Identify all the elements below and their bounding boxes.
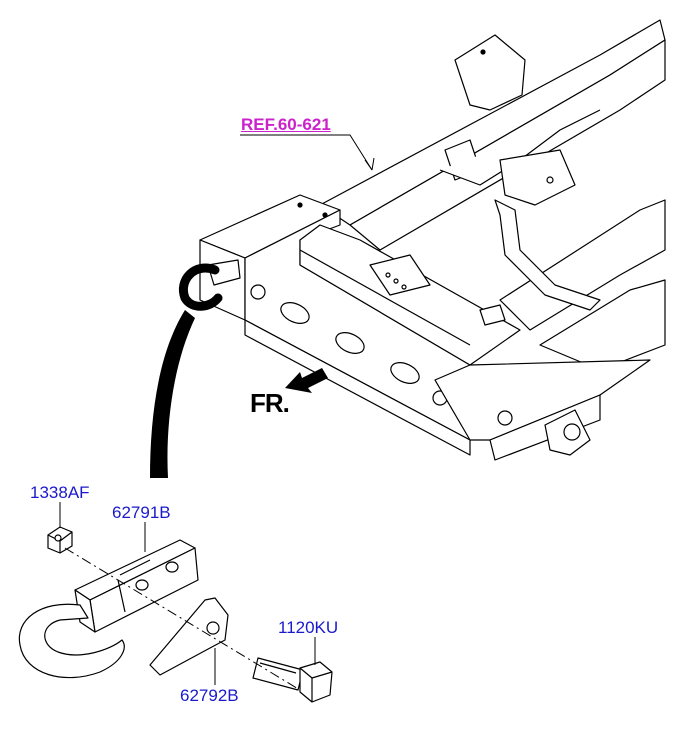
frame-rear-crossmember (199, 194, 521, 456)
tow-hook-part (18, 539, 199, 679)
ref-leader (240, 134, 375, 171)
part-label-bracket: 62792B (180, 686, 239, 705)
front-label: FR. (250, 388, 290, 418)
part-label-bolt: 1120KU (278, 618, 339, 637)
frame-end-plate (434, 359, 651, 461)
nut-part (47, 526, 73, 554)
bolt-part (252, 657, 333, 703)
frame-side-rail-upper (319, 19, 666, 251)
assembly-axis (64, 547, 301, 691)
label-leaders (59, 502, 316, 685)
callout-leader-tail (150, 310, 195, 478)
frame-upper-bracket (454, 34, 526, 111)
ref-label: REF.60-621 (241, 115, 331, 134)
front-arrow-icon (285, 368, 328, 393)
frame-side-rail-lower (499, 199, 666, 371)
bracket-part (149, 597, 229, 676)
part-label-nut: 1338AF (30, 483, 90, 502)
part-label-hook: 62791B (112, 503, 171, 522)
mounted-tow-hook (179, 259, 241, 311)
frame-cross-pipe (494, 149, 601, 311)
